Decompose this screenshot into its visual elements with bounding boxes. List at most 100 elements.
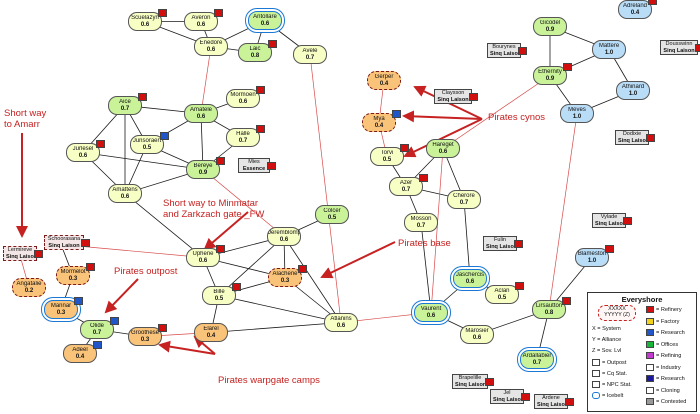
station-name: Mies	[248, 159, 260, 165]
station-name: Ardene	[542, 395, 560, 401]
station-name: Jel	[503, 390, 511, 396]
legend-label: Y = Alliance	[592, 337, 622, 343]
system-name: Laic	[249, 46, 261, 52]
station-service-icon	[419, 174, 428, 182]
legend-right-item: = Contested	[646, 398, 686, 405]
gate-connection	[283, 236, 342, 323]
legend-swatch	[646, 317, 654, 325]
annotation-arrow	[104, 278, 139, 314]
annotation-arrow	[158, 340, 216, 355]
region-gate-connection	[200, 46, 212, 114]
legend-swatch	[592, 370, 600, 377]
system-security: 1.0	[604, 50, 614, 56]
legend-label: = Research	[656, 329, 685, 336]
station-service-icon	[256, 125, 265, 133]
station-service-icon	[648, 0, 657, 5]
legend-swatch	[592, 392, 600, 399]
legend-swatch	[646, 352, 654, 359]
station-owner: Sinq Laison	[618, 137, 650, 144]
system-name: Angatalie	[16, 281, 42, 287]
gate-connection	[218, 295, 342, 323]
station-service-icon	[232, 283, 241, 291]
station-name: Vylade	[600, 214, 618, 220]
station-service-icon	[563, 63, 572, 71]
legend-label: = Refinery	[656, 306, 682, 313]
station-service-icon	[86, 263, 95, 271]
system-name: Marosier	[465, 328, 489, 334]
station-service-icon	[96, 140, 105, 148]
station-service-icon	[216, 157, 225, 165]
system-security: 0.9	[545, 76, 555, 82]
legend-swatch	[592, 359, 600, 366]
system-security: 0.7	[532, 360, 542, 366]
legend-title: Everyshore	[621, 295, 663, 304]
annotation-pirates-base: Pirates base	[398, 238, 451, 249]
system-security: 0.3	[280, 278, 290, 284]
system-name: Olide	[89, 323, 104, 329]
region-gate-connection	[430, 148, 444, 313]
system-security: 0.7	[401, 187, 411, 193]
region-gate-connection	[202, 169, 285, 237]
